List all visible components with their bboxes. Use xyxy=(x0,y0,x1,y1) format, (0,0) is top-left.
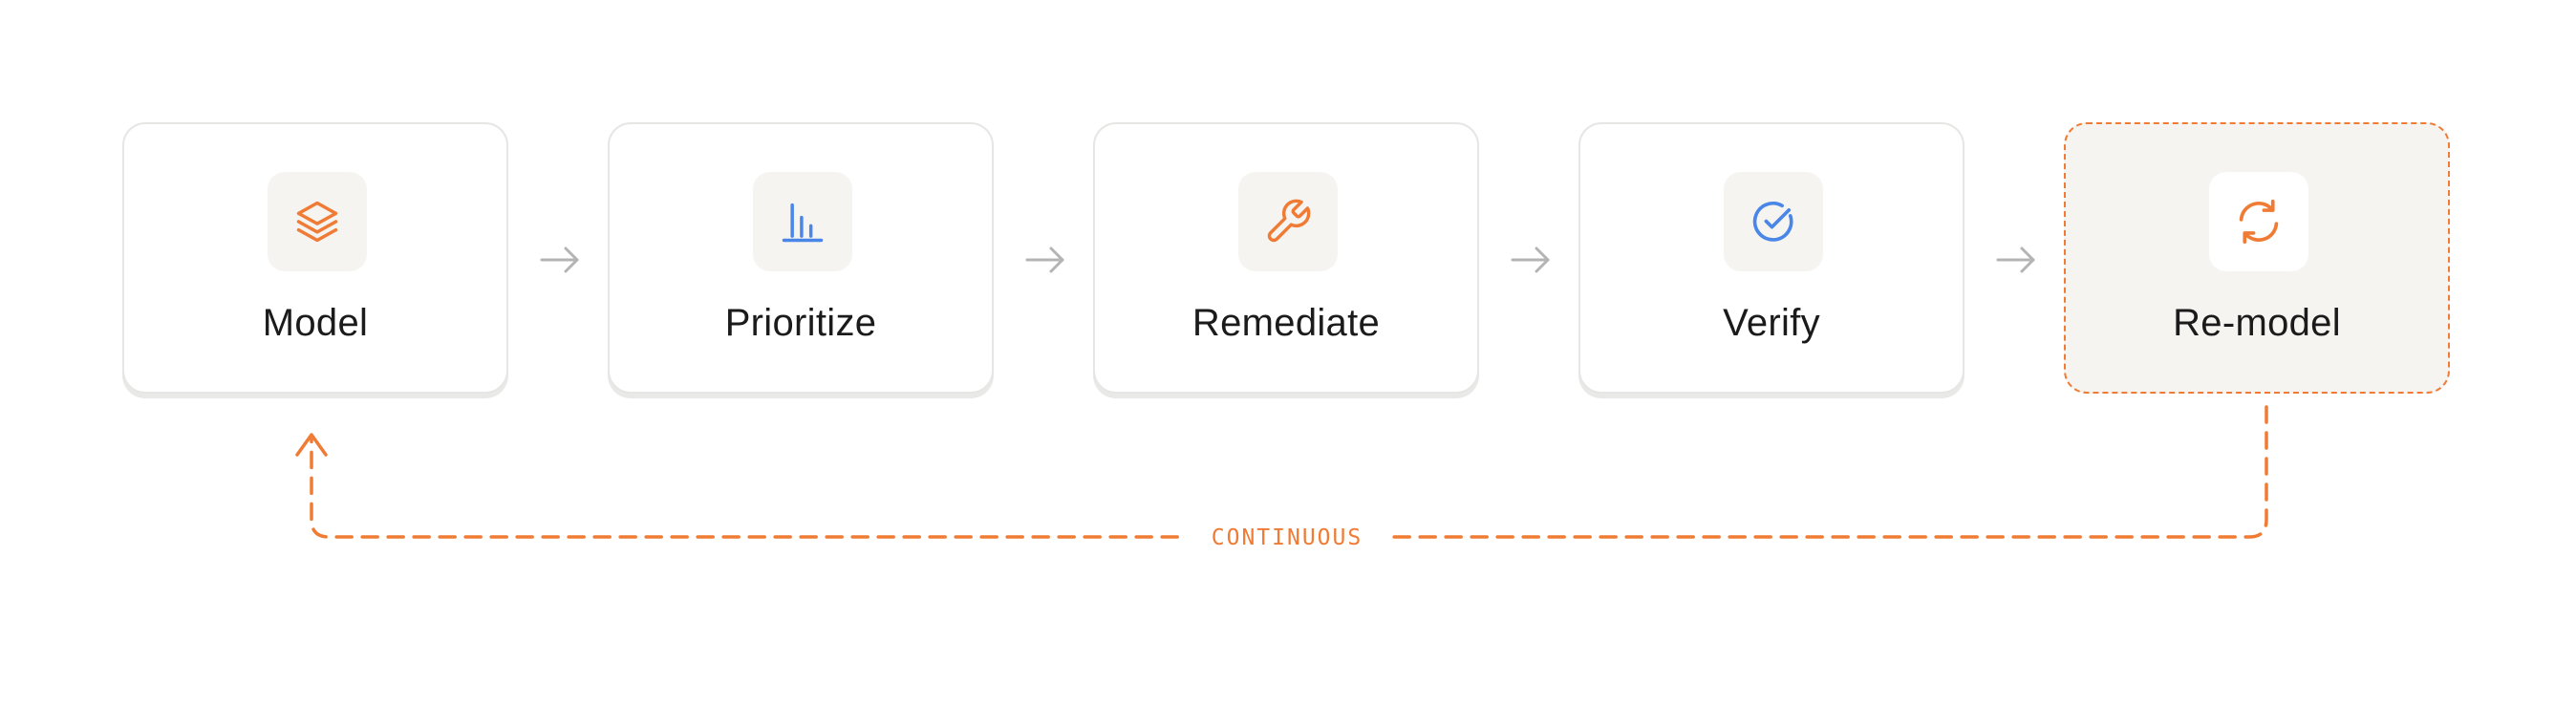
step-label: Re-model xyxy=(2173,302,2341,344)
step-label: Remediate xyxy=(1191,302,1381,344)
refresh-icon xyxy=(2239,199,2279,245)
arrow-right-icon xyxy=(540,246,579,273)
step-card-prioritize: Prioritize xyxy=(608,122,994,394)
layers-icon xyxy=(296,201,338,243)
bar-chart-icon xyxy=(782,203,824,243)
arrow-right-icon xyxy=(1996,246,2035,273)
arrow-right-icon xyxy=(1025,246,1064,273)
step-label: Verify xyxy=(1723,302,1820,344)
step-card-remediate: Remediate xyxy=(1093,122,1479,394)
step-icon-box xyxy=(753,172,852,271)
loop-arrowhead-icon xyxy=(295,433,328,457)
step-card-verify: Verify xyxy=(1578,122,1964,394)
step-icon-box xyxy=(1238,172,1338,271)
step-card-model: Model xyxy=(122,122,508,394)
step-card-re-model: Re-model xyxy=(2064,122,2450,394)
wrench-icon xyxy=(1267,199,1311,243)
step-label: Model xyxy=(262,302,369,344)
loop-label: CONTINUOUS xyxy=(1185,524,1389,552)
check-circle-icon xyxy=(1752,201,1793,242)
arrow-right-icon xyxy=(1511,246,1550,273)
step-icon-box xyxy=(1724,172,1823,271)
step-icon-box xyxy=(2209,172,2308,271)
step-icon-box xyxy=(268,172,367,271)
step-label: Prioritize xyxy=(724,302,877,344)
